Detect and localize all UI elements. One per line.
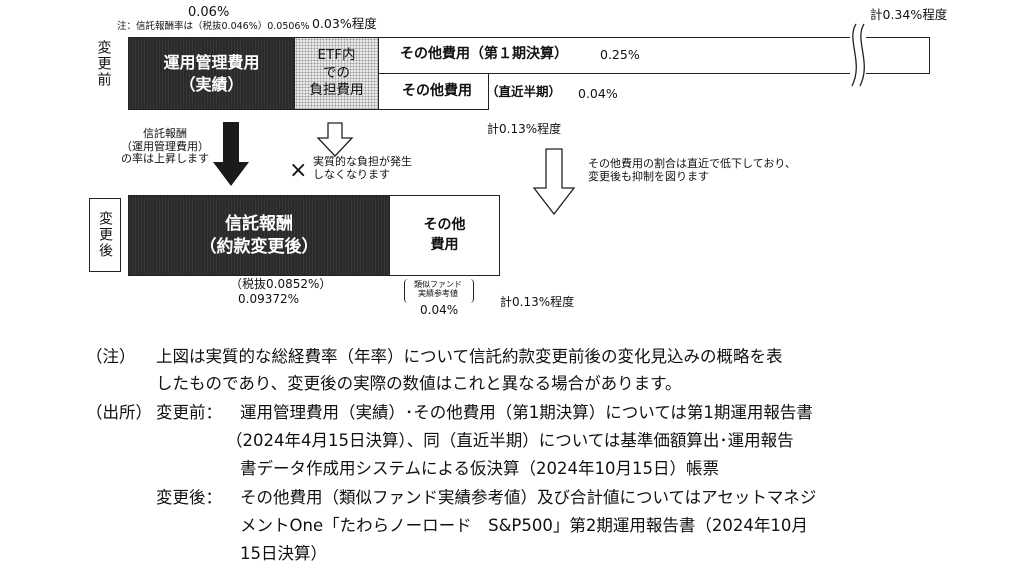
etf-fee-box: ETF内 での 負担費用 [294, 37, 379, 110]
trust-rate-ex-tax: （税抜0.0852%） [230, 277, 332, 291]
down-arrow-outline-large-icon [532, 148, 576, 216]
break-mark-icon [850, 22, 866, 88]
source-after-text-3: 15日決算） [240, 544, 327, 563]
trust-fee-box-label: 信託報酬 （約款変更後） [199, 213, 319, 257]
trust-fee-rise-note: 信託報酬 （運用管理費用） の率は上昇します [121, 127, 209, 166]
other-fee-period1-label: その他費用（第１期決算） [400, 46, 568, 62]
similar-fund-ref: 類似ファンド 実績参考値 [414, 280, 462, 299]
mgmt-fee-box: 運用管理費用 （実績） [128, 37, 295, 110]
source-tag: （出所） [86, 403, 152, 422]
other-fee-period1-box [378, 37, 930, 74]
other-fee-after-label: その他 費用 [423, 216, 466, 253]
note-tag: （注） [86, 347, 136, 366]
mgmt-fee-note: 注：信託報酬率は（税抜0.046%）0.0506% [117, 21, 310, 32]
other-fee-after-value: 0.04% [420, 303, 459, 317]
cross-mark: × [289, 158, 308, 183]
source-after-text-2: メントOne「たわらノーロード S&P500」第2期運用報告書（2024年10月 [240, 516, 808, 535]
other-fee-period1-value: 0.25% [600, 47, 640, 62]
total-before-2: 計0.13%程度 [487, 122, 562, 136]
other-fee-recent-value: 0.04% [578, 86, 618, 101]
before-label: 変更前 [95, 40, 112, 88]
source-before-tag: 変更前： [156, 403, 222, 422]
no-burden-note: 実質的な負担が発生 しなくなります [313, 155, 412, 181]
source-after-tag: 変更後： [156, 488, 222, 507]
total-after: 計0.13%程度 [500, 295, 575, 309]
other-fee-reduce-note: その他費用の割合は直近で低下しており、 変更後も抑制を図ります [588, 157, 796, 183]
source-before-text-3: 書データ作成用システムによる仮決算（2024年10月15日）帳票 [240, 459, 719, 478]
other-fee-recent-label: その他費用 [402, 83, 472, 99]
etf-fee-box-label: ETF内 での 負担費用 [309, 47, 364, 99]
total-before-1: 計0.34%程度 [870, 7, 948, 22]
other-fee-recent-suffix: （直近半期） [486, 84, 562, 99]
etf-rate: 0.03%程度 [312, 16, 377, 31]
after-label: 変更後 [97, 211, 113, 259]
other-fee-after-box: その他 費用 [389, 195, 500, 276]
note-text-1: 上図は実質的な総経費率（年率）について信託約款変更前後の変化見込みの概略を表 [156, 347, 783, 366]
mgmt-fee-box-label: 運用管理費用 （実績） [163, 52, 260, 94]
mgmt-fee-total: 0.06% [188, 5, 230, 20]
similar-fund-bracket [404, 279, 474, 303]
trust-rate: 0.09372% [238, 292, 300, 306]
after-label-box: 変更後 [89, 198, 121, 272]
other-fee-recent-box [378, 73, 489, 110]
source-before-text-1: 運用管理費用（実績）･その他費用（第1期決算）については第1期運用報告書 [240, 403, 813, 422]
note-text-2: したものであり、変更後の実際の数値はこれと異なる場合があります。 [156, 374, 682, 393]
down-arrow-solid-icon [213, 122, 249, 186]
down-arrow-outline-icon [316, 122, 354, 157]
source-before-text-2: （2024年4月15日決算）、同（直近半期）については基準価額算出･運用報告 [226, 431, 794, 450]
trust-fee-box: 信託報酬 （約款変更後） [128, 195, 390, 276]
source-after-text-1: その他費用（類似ファンド実績参考値）及び合計値についてはアセットマネジ [240, 488, 817, 507]
